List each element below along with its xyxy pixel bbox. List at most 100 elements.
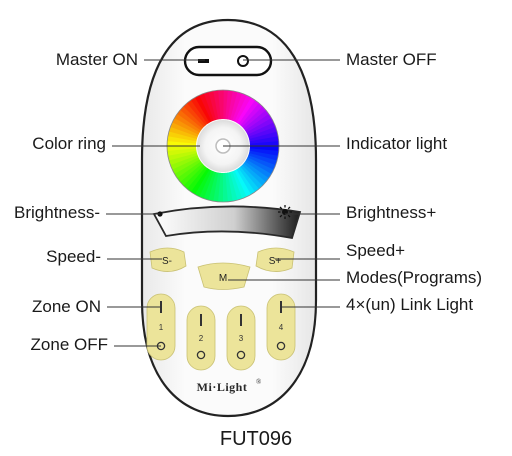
color-ring-segment <box>167 150 197 161</box>
color-ring-segment <box>231 170 247 199</box>
color-ring-segment <box>172 117 200 135</box>
sun-icon <box>278 205 292 219</box>
speed-plus-button[interactable] <box>255 247 295 272</box>
color-ring-segment <box>180 105 205 129</box>
master-button-pill[interactable] <box>183 45 273 77</box>
color-ring-segment <box>244 159 272 179</box>
zone-off-icon <box>276 341 286 351</box>
brand-registered-mark: ® <box>256 378 262 386</box>
color-ring-segment <box>176 161 203 182</box>
leader-lines <box>106 59 340 347</box>
color-ring-segment <box>223 90 229 120</box>
color-ring-segment <box>208 90 219 120</box>
color-ring-segment <box>241 163 266 187</box>
zone-on-icon <box>240 314 242 326</box>
color-ring-segment <box>179 163 204 186</box>
label-modes: Modes(Programs) <box>346 268 483 287</box>
label-zone-on: Zone ON <box>32 297 101 316</box>
color-ring-segment <box>190 97 210 124</box>
zone-button-2[interactable]: 2 <box>186 305 216 371</box>
zone-on-icon <box>200 314 202 326</box>
color-ring-segment <box>249 141 279 147</box>
label-brightness-minus: Brightness- <box>14 203 100 222</box>
color-ring-segment <box>203 171 217 201</box>
color-ring-segment <box>227 172 238 202</box>
zone-number: 4 <box>279 323 284 332</box>
color-ring-segment <box>207 171 219 202</box>
color-ring-segment <box>248 150 279 162</box>
color-ring-segment <box>182 164 206 189</box>
color-ring-segment <box>167 145 197 151</box>
color-ring-segment <box>174 159 201 179</box>
label-link-light: 4×(un) Link Light <box>346 295 474 314</box>
brightness-slider[interactable] <box>152 205 302 240</box>
color-ring-segment <box>247 155 276 171</box>
color-ring-segment <box>249 146 279 152</box>
color-ring-segment <box>194 169 212 197</box>
color-ring-segment <box>225 90 234 120</box>
color-ring-segment <box>248 152 278 166</box>
color-ring-segment <box>168 126 198 140</box>
label-brightness-plus: Brightness+ <box>346 203 437 222</box>
color-ring-segment <box>199 93 215 122</box>
model-caption: FUT096 <box>219 428 293 450</box>
color-ring-segment <box>245 113 272 133</box>
master-off-icon <box>237 55 249 67</box>
color-ring-segment <box>236 97 256 125</box>
color-ring-segment <box>187 99 208 126</box>
color-ring-segment <box>240 103 264 128</box>
speed-minus-button[interactable] <box>149 247 187 272</box>
color-ring-segment <box>203 91 217 121</box>
master-on-icon <box>198 59 209 63</box>
zone-button-3[interactable]: 3 <box>226 305 256 371</box>
zone-button-4[interactable]: 4 <box>266 293 296 361</box>
color-ring-segment <box>212 172 221 202</box>
color-ring-segment <box>238 100 260 126</box>
color-ring-segment <box>243 110 270 131</box>
speed-plus-button-label: S+ <box>269 256 282 267</box>
color-ring-segment <box>248 126 278 140</box>
color-ring-segment <box>218 90 224 120</box>
color-ring-segment <box>170 121 199 137</box>
speed-minus-button-label: S- <box>162 256 172 267</box>
color-ring-segment <box>177 109 203 131</box>
color-ring-segment <box>236 168 256 195</box>
color-ring[interactable] <box>166 89 280 203</box>
color-ring-segment <box>232 93 248 122</box>
color-ring-segment <box>195 94 212 123</box>
color-ring-segment <box>229 91 243 121</box>
label-master-on: Master ON <box>55 50 138 69</box>
color-ring-segment <box>198 170 214 199</box>
color-ring-segment <box>222 172 228 202</box>
color-ring-segment <box>242 106 267 129</box>
zone-off-icon <box>196 350 206 360</box>
label-indicator-light: Indicator light <box>346 134 448 153</box>
mode-button[interactable] <box>197 262 251 290</box>
color-ring-segment <box>247 122 276 138</box>
label-color-ring: Color ring <box>32 134 106 153</box>
zone-button-1[interactable]: 1 <box>146 293 176 361</box>
color-ring-segment <box>243 161 269 183</box>
color-ring-segment <box>167 135 197 144</box>
zone-number: 1 <box>159 323 164 332</box>
label-zone-off: Zone OFF <box>30 335 108 354</box>
color-ring-segment <box>234 95 252 123</box>
color-ring-segment <box>170 154 199 170</box>
color-ring-segment <box>238 166 259 193</box>
zone-number: 2 <box>199 334 204 343</box>
color-ring-segment <box>234 169 251 198</box>
color-ring-segment <box>217 172 223 202</box>
label-speed-plus: Speed+ <box>346 241 406 260</box>
color-ring-segment <box>186 166 208 192</box>
color-ring-segment <box>174 113 202 133</box>
color-ring-segment <box>167 130 198 142</box>
color-ring-segment <box>249 131 279 142</box>
color-ring-segment <box>229 171 243 201</box>
zone-off-icon <box>236 350 246 360</box>
color-ring-segment <box>168 152 198 166</box>
color-ring-segment <box>167 140 197 146</box>
color-ring-segment <box>246 118 275 135</box>
color-ring-segment <box>246 157 274 175</box>
label-speed-minus: Speed- <box>46 247 101 266</box>
